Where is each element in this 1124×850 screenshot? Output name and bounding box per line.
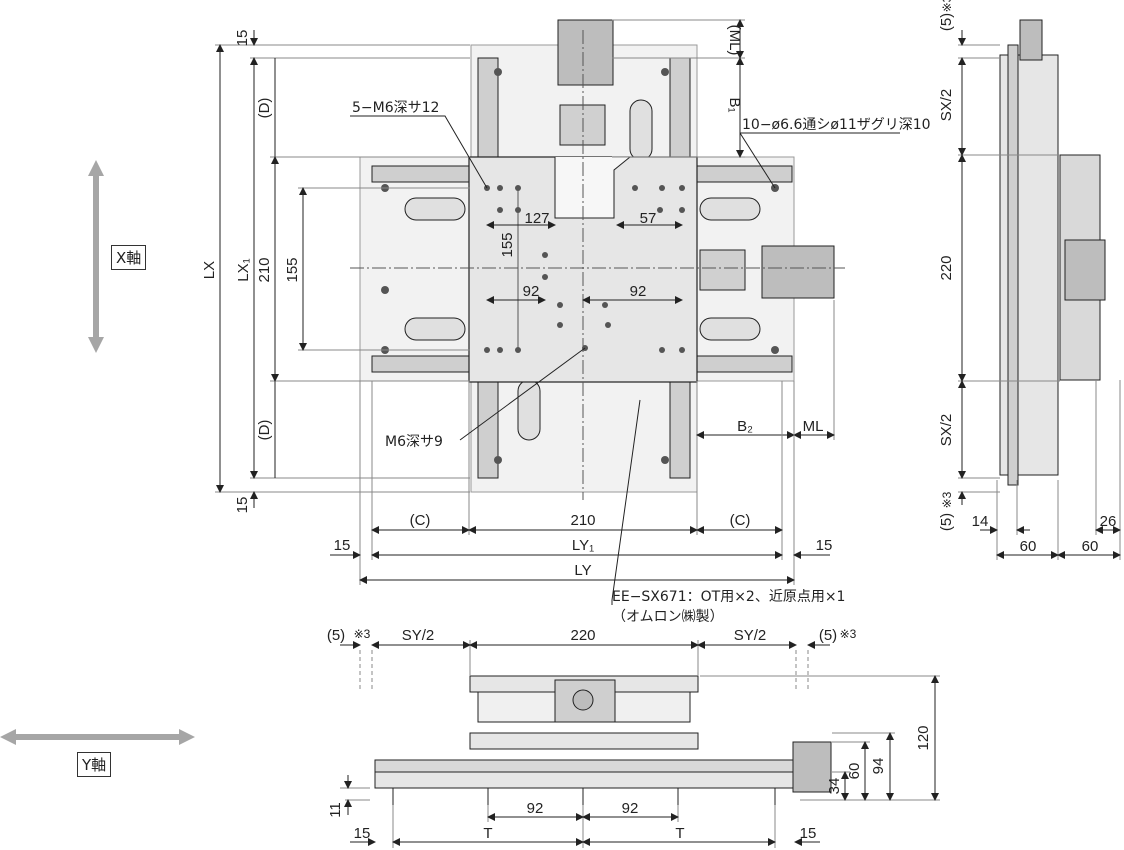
side-ref-bottom: ※3 xyxy=(940,491,954,508)
dim-d-upper: (D) xyxy=(256,98,273,119)
dim-15-right: 15 xyxy=(816,537,833,554)
side-motor xyxy=(1019,19,1043,61)
side-view xyxy=(958,19,1121,560)
side-dim-220: 220 xyxy=(938,255,955,280)
dim-c-left: (C) xyxy=(410,512,431,529)
dim-92-right: 92 xyxy=(630,283,647,300)
dim-lx: LX xyxy=(201,261,218,279)
side-rail xyxy=(1007,44,1019,486)
slot xyxy=(404,317,466,341)
front-dim-5-left: (5) xyxy=(327,627,345,644)
slot xyxy=(629,99,653,161)
dim-lx1: LX₁ xyxy=(235,258,252,281)
side-dim-60-left: 60 xyxy=(1020,538,1037,555)
dim-15-top: 15 xyxy=(234,30,251,47)
front-dim-34: 34 xyxy=(826,778,843,795)
dim-57: 57 xyxy=(640,210,657,227)
top-view-labels: 15 (ML) B₁ (D) (D) LX LX₁ 210 155 155 12… xyxy=(201,25,931,625)
front-view-labels: (5) ※3 SY/2 220 SY/2 (5) ※3 120 94 60 34… xyxy=(327,627,932,842)
front-view xyxy=(340,640,940,848)
front-dim-120: 120 xyxy=(915,725,932,750)
dim-ml-top: (ML) xyxy=(726,25,743,56)
side-view-labels: (5) ※3 SX/2 220 SX/2 (5) ※3 14 26 60 60 xyxy=(938,0,1116,555)
dim-c-right: (C) xyxy=(730,512,751,529)
dim-b1: B₁ xyxy=(726,97,743,112)
front-dim-t-left: T xyxy=(483,825,492,842)
front-dim-t-right: T xyxy=(675,825,684,842)
front-dim-60: 60 xyxy=(846,763,863,780)
motor-right xyxy=(761,245,835,299)
front-base xyxy=(374,771,796,789)
motor-top xyxy=(557,19,614,86)
front-dim-94: 94 xyxy=(870,758,887,775)
dim-155-vertical: 155 xyxy=(284,257,301,282)
dim-210-horizontal: 210 xyxy=(570,512,595,529)
dim-15-left: 15 xyxy=(334,537,351,554)
side-dim-5-bottom: (5) xyxy=(938,513,955,531)
table-cutout xyxy=(554,156,631,219)
dim-ly1: LY₁ xyxy=(572,537,594,554)
dim-155-inner: 155 xyxy=(499,232,516,257)
side-ref-top: ※3 xyxy=(940,0,954,12)
slot xyxy=(404,197,466,221)
front-dim-5-right: (5) xyxy=(819,627,837,644)
dim-ly: LY xyxy=(574,562,591,579)
side-coupling xyxy=(1064,239,1106,301)
slot xyxy=(699,197,761,221)
top-view xyxy=(215,19,900,605)
front-dim-sy2-right: SY/2 xyxy=(734,627,767,644)
front-ref-right: ※3 xyxy=(840,627,857,641)
note-mount-holes: 10−ø6.6通シø11ザグリ深10 xyxy=(742,117,931,133)
y-axis-label: Y軸 xyxy=(77,752,112,777)
dim-92-left: 92 xyxy=(523,283,540,300)
note-m6-center: M6深サ9 xyxy=(385,434,443,450)
front-dim-15-right: 15 xyxy=(800,825,817,842)
dim-b2: B₂ xyxy=(737,418,753,435)
note-sensor-line2: （オムロン㈱製） xyxy=(612,609,724,625)
front-base-top xyxy=(374,759,796,773)
front-dim-11: 11 xyxy=(327,802,344,818)
front-dim-15-left: 15 xyxy=(354,825,371,842)
front-dim-220: 220 xyxy=(570,627,595,644)
side-dim-sx2-top: SX/2 xyxy=(938,89,955,122)
front-motor xyxy=(792,741,832,793)
dim-210-vertical: 210 xyxy=(256,257,273,282)
dim-15-bottom: 15 xyxy=(234,497,251,514)
front-dim-92-right: 92 xyxy=(622,800,639,817)
dim-ml: ML xyxy=(803,418,824,435)
dim-d-lower: (D) xyxy=(256,420,273,441)
x-axis-label: X軸 xyxy=(111,245,147,270)
dim-127: 127 xyxy=(524,210,549,227)
side-dim-sx2-bottom: SX/2 xyxy=(938,414,955,447)
slot xyxy=(699,317,761,341)
coupling-right xyxy=(699,249,746,291)
side-dim-14: 14 xyxy=(972,513,989,530)
side-dim-26: 26 xyxy=(1100,513,1117,530)
front-shaft xyxy=(572,689,594,711)
front-ref-left: ※3 xyxy=(354,627,371,641)
note-m6-holes: 5−M6深サ12 xyxy=(352,100,439,116)
front-dim-sy2-left: SY/2 xyxy=(402,627,435,644)
front-dim-92-left: 92 xyxy=(527,800,544,817)
side-dim-5-top: (5) xyxy=(938,13,955,31)
note-sensor-line1: EE−SX671：OT用×2、近原点用×1 xyxy=(612,589,845,605)
side-dim-60-right: 60 xyxy=(1082,538,1099,555)
front-middle-plate xyxy=(469,732,699,750)
